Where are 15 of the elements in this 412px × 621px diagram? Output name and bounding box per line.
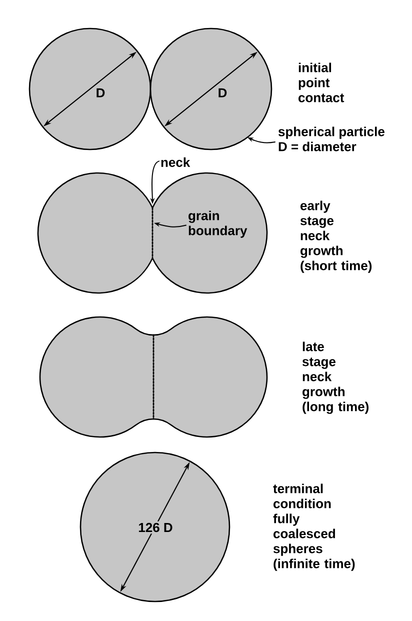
stage-caption: initial point contact <box>298 62 344 102</box>
particle <box>28 28 152 150</box>
grain-boundary-line <box>152 334 154 420</box>
callout-label: neck <box>161 157 190 167</box>
stage-caption: early stage neck growth (short time) <box>300 200 372 273</box>
dimension-label: D <box>96 88 105 98</box>
stage-caption: terminal condition fully coalesced spheres (infinite time) <box>273 484 355 571</box>
callout-label: grain boundary <box>188 210 248 238</box>
particle <box>150 28 272 150</box>
stage-caption: late stage neck growth (long time) <box>302 342 368 414</box>
particle <box>80 452 230 602</box>
dimension-label: 126 D <box>136 521 174 534</box>
dimension-label: D <box>218 88 227 98</box>
grain-boundary-line <box>152 207 154 259</box>
callout-label: spherical particle D = diameter <box>278 126 384 152</box>
